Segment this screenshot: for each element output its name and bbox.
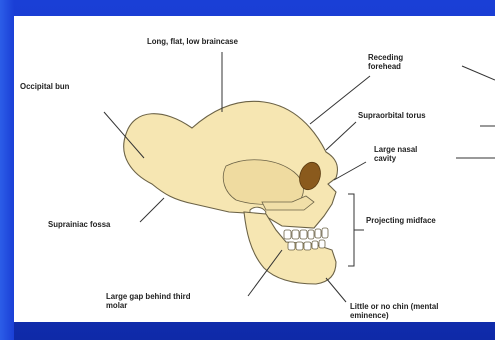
- label-suprainiac-fossa: Suprainiac fossa: [48, 221, 110, 230]
- label-large-gap-line2: molar: [106, 302, 190, 311]
- label-little-chin-line2: eminence): [350, 312, 438, 321]
- leader-fossa: [140, 198, 164, 222]
- label-little-or-no-chin: Little or no chin (mental eminence): [350, 303, 438, 321]
- leader-midface-bracket: [348, 194, 354, 266]
- leader-edge-1: [462, 66, 495, 80]
- label-supraorbital-torus: Supraorbital torus: [358, 112, 426, 121]
- label-receding-forehead: Receding forehead: [368, 54, 403, 72]
- label-large-nasal-cavity: Large nasal cavity: [374, 146, 417, 164]
- upper-teeth: [284, 228, 328, 239]
- label-large-gap-third-molar: Large gap behind third molar: [106, 293, 190, 311]
- leader-nasal: [334, 162, 366, 180]
- label-receding-forehead-line2: forehead: [368, 63, 403, 72]
- label-projecting-midface: Projecting midface: [366, 217, 436, 226]
- label-braincase: Long, flat, low braincase: [147, 38, 238, 47]
- leader-chin: [326, 278, 346, 302]
- diagram-panel: Long, flat, low braincase Occipital bun …: [14, 16, 495, 322]
- leader-supraorbital: [326, 122, 356, 150]
- slide-left-strip: [0, 0, 14, 340]
- skull-diagram: [14, 16, 495, 322]
- label-large-nasal-cavity-line2: cavity: [374, 155, 417, 164]
- label-occipital-bun: Occipital bun: [20, 83, 69, 92]
